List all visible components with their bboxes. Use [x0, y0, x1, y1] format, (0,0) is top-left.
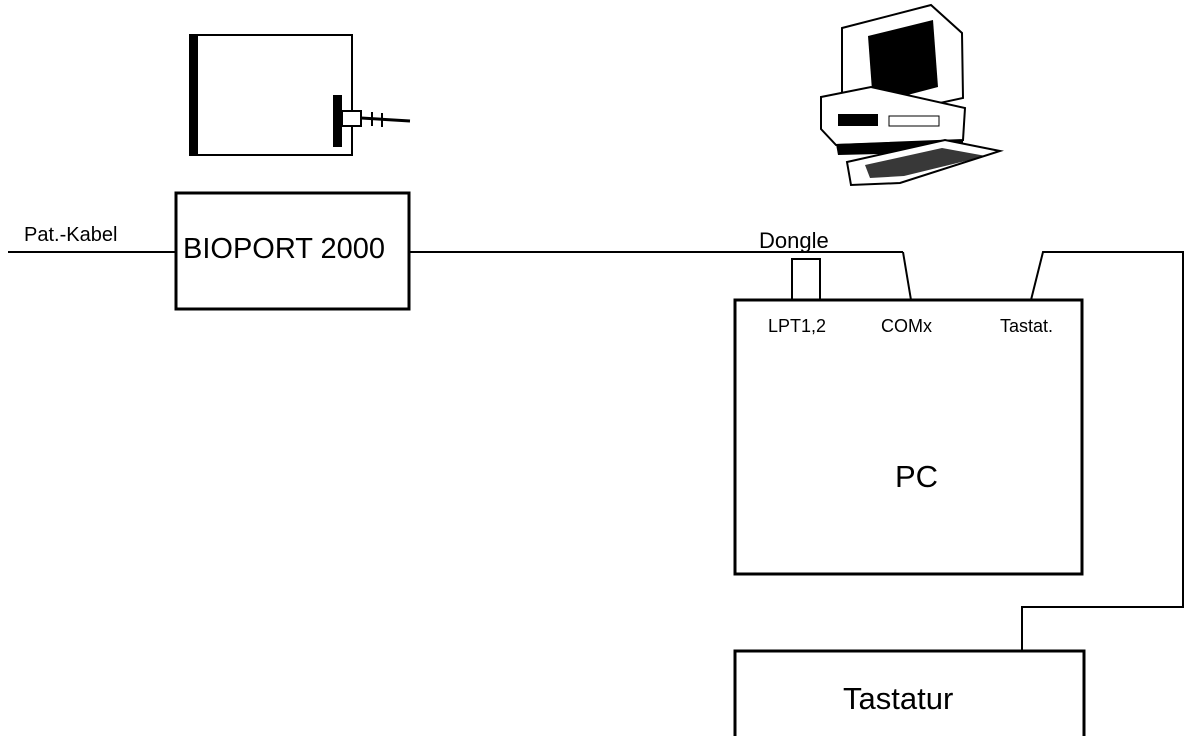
desktop-computer-illustration — [820, 3, 1004, 187]
lpt-port-label: LPT1,2 — [768, 316, 827, 336]
com-port-label: COMx — [881, 316, 932, 336]
pc-title: PC — [895, 459, 939, 494]
keyboard-port-label: Tastat. — [1000, 316, 1054, 336]
device-boxes — [174, 191, 1086, 736]
keyboard-cable — [1021, 251, 1184, 651]
pc-box — [733, 298, 1084, 576]
bioport-device-illustration — [189, 34, 411, 156]
dongle-label: Dongle — [759, 228, 829, 253]
patient-cable-label: Pat.-Kabel — [24, 224, 118, 246]
connection-lines — [8, 251, 1184, 651]
keyboard-box — [733, 649, 1086, 736]
bioport-box — [174, 191, 411, 311]
com-port-cable-drop — [902, 251, 912, 301]
dongle-connector — [791, 258, 821, 301]
bioport-device-title: BIOPORT 2000 — [183, 233, 386, 265]
keyboard-title: Tastatur — [843, 681, 954, 716]
